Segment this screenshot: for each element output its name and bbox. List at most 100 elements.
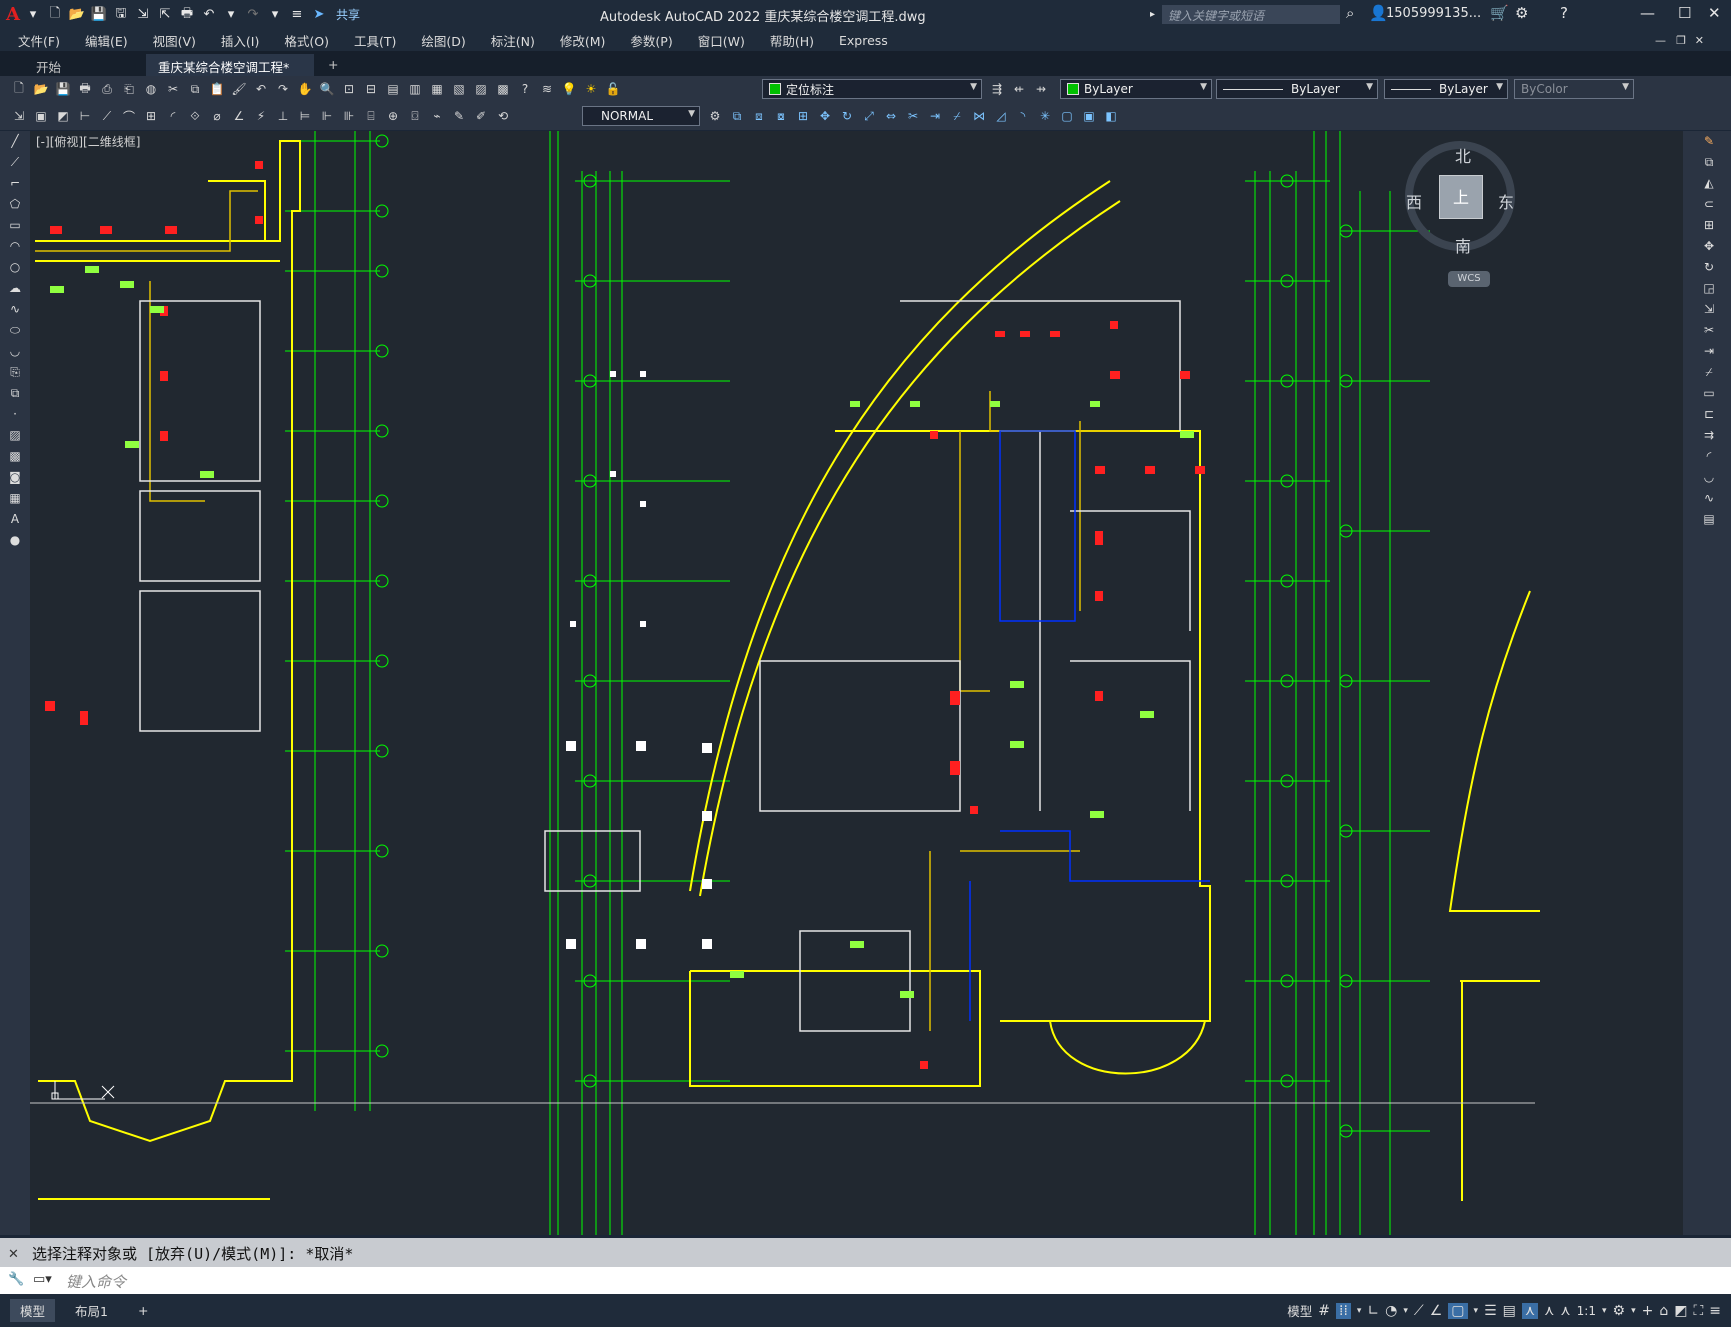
arc-icon[interactable]: ◠ (9, 239, 21, 253)
layer-properties-icon[interactable]: ≋ (541, 82, 553, 96)
undo-icon[interactable]: ↶ (255, 82, 267, 96)
group-icon[interactable]: ▢ (1061, 109, 1073, 123)
save-as-icon[interactable]: 🖫 (115, 5, 127, 21)
mtext-icon[interactable]: A (10, 512, 20, 526)
workspace-gear-icon[interactable]: ⚙ (1612, 1302, 1626, 1319)
scale-icon[interactable]: ◲ (1703, 281, 1715, 295)
search-input[interactable]: 键入关键字或短语 (1162, 5, 1340, 24)
command-input[interactable]: 键入命令 (0, 1267, 1731, 1294)
redo-icon[interactable]: ↷ (247, 7, 259, 22)
match-tool-icon[interactable]: ◩ (57, 109, 69, 123)
minimize-icon[interactable]: — (1640, 4, 1655, 22)
menu-help[interactable]: 帮助(H) (769, 33, 814, 49)
tab-document[interactable]: 重庆某综合楼空调工程* × (146, 54, 314, 91)
polar-icon[interactable]: ◔ (1385, 1302, 1398, 1319)
make-current-icon[interactable]: ⇶ (991, 82, 1003, 96)
dim-ordinate-icon[interactable]: ⊞ (145, 109, 157, 123)
menu-tools[interactable]: 工具(T) (353, 33, 397, 49)
spline-icon[interactable]: ∿ (9, 302, 21, 316)
preview-icon[interactable]: ⎙ (102, 81, 112, 96)
annotation-monitor-icon[interactable]: + (1641, 1302, 1654, 1319)
pan-icon[interactable]: ✋ (297, 82, 313, 96)
workspace-dropdown-icon[interactable]: ▾ (1631, 1305, 1636, 1316)
cart-icon[interactable]: 🛒 (1490, 4, 1509, 22)
dim-diameter-icon[interactable]: ⌀ (213, 109, 221, 123)
transparency-icon[interactable]: ▤ (1502, 1302, 1516, 1319)
redo-icon[interactable]: ↷ (277, 82, 289, 96)
hatch-icon[interactable]: ▨ (9, 428, 21, 442)
autocad-logo[interactable]: A (6, 4, 20, 25)
isolate-objects-icon[interactable]: ◩ (1674, 1302, 1688, 1319)
layer-previous-icon[interactable]: ⇷ (1013, 82, 1025, 96)
maximize-icon[interactable]: ☐ (1678, 4, 1692, 22)
dim-continue-icon[interactable]: ⊨ (299, 109, 311, 123)
move-icon[interactable]: ✥ (1703, 239, 1715, 253)
table-icon[interactable]: ▦ (9, 491, 21, 505)
layer-dropdown[interactable]: 定位标注 ▼ (762, 79, 982, 99)
dim-edit-icon[interactable]: ✎ (453, 109, 465, 123)
export-icon[interactable]: ⇱ (159, 7, 171, 22)
vertical-scrollbar[interactable] (1683, 131, 1694, 1235)
layer-tool-icon[interactable]: ⇲ (13, 109, 25, 123)
menu-draw[interactable]: 绘图(D) (421, 33, 466, 49)
viewcube-east[interactable]: 东 (1498, 193, 1515, 212)
annotation-scale-value[interactable]: 1:1 (1576, 1303, 1596, 1318)
copy-object-icon[interactable]: ⧉ (1704, 155, 1714, 169)
open-folder-icon[interactable]: 📂 (68, 7, 86, 22)
share-label[interactable]: 共享 (335, 8, 360, 22)
autodesk-app-icon[interactable]: ⚙ (1515, 4, 1529, 22)
cut-icon[interactable]: ✂ (167, 82, 179, 96)
clean-screen-icon[interactable]: ⛶ (1693, 1302, 1704, 1319)
jogged-linear-icon[interactable]: ⌁ (433, 109, 441, 123)
ellipse-arc-icon[interactable]: ◡ (9, 344, 21, 358)
extend-icon[interactable]: ⇥ (1703, 344, 1715, 358)
viewcube-top-face[interactable]: 上 (1439, 175, 1483, 219)
viewcube-south[interactable]: 南 (1455, 237, 1472, 256)
join-icon[interactable]: ⋈ (973, 109, 985, 123)
3dprint-icon[interactable]: ◍ (145, 82, 157, 96)
region-icon[interactable]: ◙ (9, 470, 21, 484)
chevron-down-icon[interactable]: ▾ (29, 7, 37, 22)
break-icon[interactable]: ⌿ (953, 108, 961, 123)
snap-dropdown-icon[interactable]: ▾ (1356, 1305, 1362, 1316)
trim-icon[interactable]: ✂ (1703, 323, 1715, 337)
osnap-icon[interactable]: ▢ (1448, 1302, 1468, 1319)
polar-dropdown-icon[interactable]: ▾ (1403, 1305, 1408, 1316)
block-tool-icon[interactable]: ▣ (35, 109, 47, 123)
move-icon[interactable]: ✥ (819, 109, 831, 123)
dim-baseline-icon[interactable]: ⊥ (277, 109, 289, 123)
ellipse-icon[interactable]: ⬭ (9, 323, 21, 337)
line-icon[interactable]: ╱ (11, 134, 19, 148)
chamfer-icon[interactable]: ◿ (996, 109, 1006, 123)
isodraft-icon[interactable]: ⟋ (1413, 1302, 1424, 1319)
menu-file[interactable]: 文件(F) (18, 33, 60, 49)
new-file-icon[interactable]: 🗋 (49, 5, 61, 21)
print-icon[interactable]: 🖶 (180, 5, 194, 21)
properties-icon[interactable]: ▤ (387, 82, 399, 96)
rotate-icon[interactable]: ↻ (1703, 260, 1715, 274)
redo-dropdown-icon[interactable]: ▾ (271, 7, 279, 22)
menu-window[interactable]: 窗口(W) (697, 33, 745, 49)
offset-icon[interactable]: ⊂ (1703, 197, 1715, 211)
undo-dropdown-icon[interactable]: ▾ (227, 7, 235, 22)
properties-icon[interactable]: ▤ (1703, 512, 1715, 526)
join-icon[interactable]: ⊏ (1703, 407, 1715, 421)
undo-icon[interactable]: ↶ (203, 7, 215, 22)
mirror-icon[interactable]: ◭ (1704, 176, 1714, 190)
menu-insert[interactable]: 插入(I) (220, 33, 260, 49)
lineweight-icon[interactable]: ☰ (1484, 1302, 1497, 1319)
annotation-scale-icon[interactable]: ⋏ (1560, 1302, 1571, 1319)
menu-modify[interactable]: 修改(M) (559, 33, 606, 49)
units-icon[interactable]: ⌂ (1659, 1302, 1669, 1319)
dim-text-edit-icon[interactable]: ✐ (475, 109, 487, 123)
mirror-icon[interactable]: ⧈ (755, 108, 763, 123)
gradient-icon[interactable]: ▩ (9, 449, 21, 463)
annotation-visibility-icon[interactable]: ⋏ (1521, 1302, 1539, 1319)
customize-wrench-icon[interactable]: 🔧 (8, 1272, 25, 1287)
center-mark-icon[interactable]: ⊕ (387, 109, 399, 123)
markup-icon[interactable]: ▨ (475, 82, 487, 96)
menu-parametric[interactable]: 参数(P) (630, 33, 673, 49)
auto-scale-icon[interactable]: ⋏ (1544, 1302, 1555, 1319)
revcloud-icon[interactable]: ☁ (9, 281, 21, 295)
ortho-icon[interactable]: ∟ (1367, 1302, 1380, 1319)
